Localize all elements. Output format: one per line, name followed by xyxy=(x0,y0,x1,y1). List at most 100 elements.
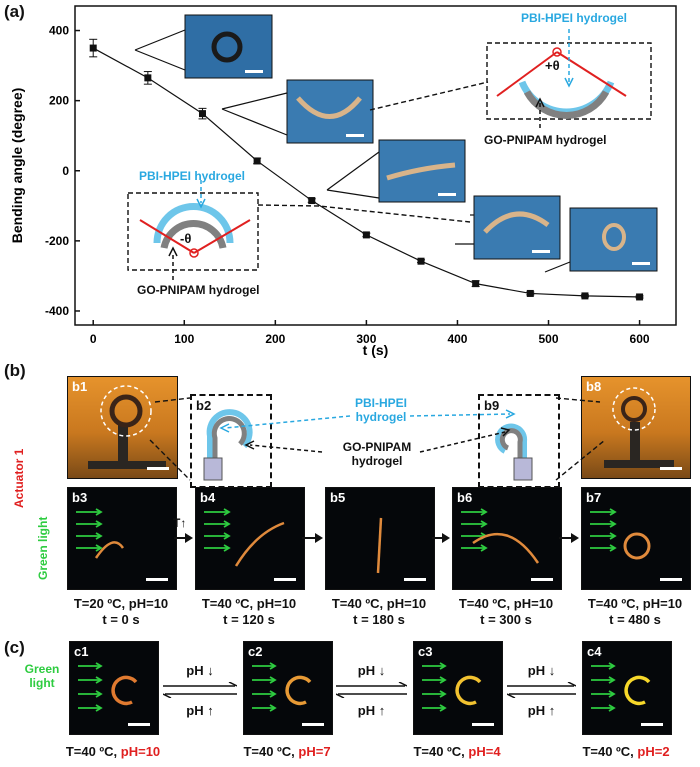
minus-theta-label: -θ xyxy=(180,231,192,246)
schematic-b2: b2 xyxy=(190,394,272,488)
ph-down-label-1: pH ↓ xyxy=(357,663,386,678)
scalebar-a4 xyxy=(532,250,550,253)
data-point-1 xyxy=(144,74,152,82)
panel-b-label: (b) xyxy=(4,361,26,380)
inset-photo-0s xyxy=(184,14,273,79)
caption-c4: T=40 ºC, pH=2 xyxy=(562,744,690,760)
step-arrow-0 xyxy=(174,533,193,543)
photo-b6: b6 xyxy=(452,487,562,590)
inset-photo-120s xyxy=(286,79,374,144)
reversible-arrow-1 xyxy=(336,682,407,698)
t-up-label: T↑ xyxy=(173,516,187,530)
y-tick-label-2: 0 xyxy=(62,164,69,178)
caption-temperature: T=40 ºC, xyxy=(243,744,299,759)
sublabel-b7: b7 xyxy=(586,490,602,505)
reversible-arrow-0 xyxy=(163,682,237,698)
caption-temperature: T=40 ºC, xyxy=(65,744,121,759)
data-point-10 xyxy=(636,293,644,301)
panel-a-label: (a) xyxy=(4,2,25,21)
photo-b3: b3 xyxy=(67,487,177,590)
x-tick-label-3: 300 xyxy=(356,332,376,346)
gel-ring-0s xyxy=(211,31,243,63)
y-tick-label-1: 200 xyxy=(49,94,69,108)
x-tick-label-2: 200 xyxy=(265,332,285,346)
caption-ph: pH=10 xyxy=(120,744,161,759)
go-label-a-top: GO-PNIPAM hydrogel xyxy=(484,133,607,147)
photo-b7: b7 xyxy=(581,487,691,590)
x-axis-label: t (s) xyxy=(363,342,389,358)
caption-time: t = 180 s xyxy=(353,612,405,627)
callout-lines-a xyxy=(134,29,571,273)
data-point-4 xyxy=(308,197,316,205)
scalebar-b8 xyxy=(660,467,682,470)
sublabel-c1: c1 xyxy=(74,644,89,659)
sublabel-b1: b1 xyxy=(72,379,88,394)
sublabel-b8: b8 xyxy=(586,379,602,394)
data-point-6 xyxy=(417,257,425,265)
pbi-label-a-top: PBI-HPEI hydrogel xyxy=(521,11,628,25)
pbi-label-a-bottom: PBI-HPEI hydrogel xyxy=(139,169,246,183)
caption-temperature: T=40 ºC, xyxy=(413,744,469,759)
photo-b1: b1 xyxy=(67,376,178,479)
reversible-arrow-2 xyxy=(507,682,576,698)
plus-theta-label: +θ xyxy=(545,58,560,73)
gel-ring-540s xyxy=(602,223,626,251)
x-tick-label-6: 600 xyxy=(630,332,650,346)
caption-time: t = 120 s xyxy=(223,612,275,627)
sublabel-b2: b2 xyxy=(196,398,212,413)
y-tick-label-0: 400 xyxy=(49,24,69,38)
caption-temperature: T=40 ºC, xyxy=(582,744,638,759)
photo-b5: b5 xyxy=(325,487,435,590)
scalebar-c4 xyxy=(641,723,663,726)
scalebar-a2 xyxy=(346,134,364,137)
photo-b8: b8 xyxy=(581,376,691,479)
caption-c1: T=40 ºC, pH=10 xyxy=(49,744,177,760)
x-tick-label-5: 500 xyxy=(538,332,558,346)
data-point-5 xyxy=(362,231,370,239)
ph-down-label-0: pH ↓ xyxy=(186,663,214,678)
minus-theta-schematic xyxy=(139,203,251,258)
scalebar-b7 xyxy=(660,578,682,581)
panel-c-label: (c) xyxy=(4,638,25,657)
plus-theta-schematic xyxy=(496,47,627,119)
scalebar-a3 xyxy=(438,193,456,196)
sublabel-b5: b5 xyxy=(330,490,346,505)
photo-c1: c1 xyxy=(69,641,159,735)
data-point-8 xyxy=(526,289,534,297)
scalebar-b1 xyxy=(147,467,169,470)
caption-time: t = 300 s xyxy=(480,612,532,627)
sublabel-b6: b6 xyxy=(457,490,473,505)
sublabel-c3: c3 xyxy=(418,644,433,659)
caption-ph: pH=2 xyxy=(637,744,670,759)
caption-c2: T=40 ºC, pH=7 xyxy=(223,744,351,760)
scalebar-b5 xyxy=(404,578,426,581)
annotation-arrows-a xyxy=(168,29,574,280)
data-point-7 xyxy=(472,280,480,288)
ph-up-label-2: pH ↑ xyxy=(527,703,556,718)
inset-photo-540s xyxy=(569,207,658,272)
step-arrow-1 xyxy=(302,533,323,543)
y-tick-label-3: -200 xyxy=(45,234,69,248)
photo-b4: b4 xyxy=(195,487,305,590)
x-tick-label-1: 100 xyxy=(174,332,194,346)
caption-condition: T=40 ºC, pH=10 xyxy=(458,596,554,611)
caption-ph: pH=4 xyxy=(468,744,501,759)
scalebar-b6 xyxy=(531,578,553,581)
caption-condition: T=20 ºC, pH=10 xyxy=(73,596,169,611)
y-tick-label-4: -400 xyxy=(45,304,69,318)
ph-up-label-1: pH ↑ xyxy=(357,703,386,718)
gel-arc-360s xyxy=(483,211,550,234)
scalebar-a5 xyxy=(632,262,650,265)
data-point-0 xyxy=(89,44,97,52)
scalebar-c3 xyxy=(472,723,494,726)
gel-arc-120s xyxy=(296,96,362,119)
photo-c4: c4 xyxy=(582,641,672,735)
inset-photos-a xyxy=(184,14,658,272)
step-arrow-3 xyxy=(559,533,579,543)
data-point-9 xyxy=(581,292,589,300)
